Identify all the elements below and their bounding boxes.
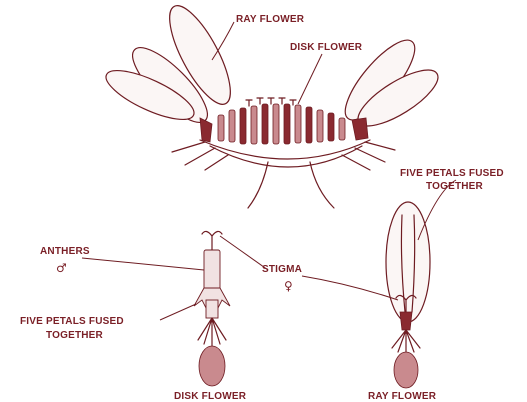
label-ray-flower-top: RAY FLOWER [236, 14, 305, 25]
disk-flower-detail [194, 231, 230, 386]
stem-right [310, 162, 334, 208]
stem-left [248, 162, 268, 208]
label-five-petals-left-line1: FIVE PETALS FUSED [20, 316, 124, 327]
ray-corolla-tube [400, 312, 412, 330]
pappus [198, 318, 226, 346]
composite-flower-head [100, 0, 445, 208]
leader-stigma-ray [302, 276, 398, 300]
label-anthers-symbol: ♂ [56, 261, 67, 275]
ray-flower-detail [386, 202, 430, 388]
anther-tube [204, 250, 220, 290]
leader-stigma-disk [220, 236, 268, 270]
leader-anthers [82, 258, 204, 270]
ray-petal-large [386, 202, 430, 322]
corolla-tube [206, 300, 218, 318]
ovary-ray [394, 352, 418, 388]
leader-five-petals-left [160, 304, 196, 320]
receptacle-base [210, 146, 362, 167]
label-disk-flower-bottom: DISK FLOWER [174, 391, 247, 402]
ovary [199, 346, 225, 386]
leader-disk-flower-top [298, 54, 322, 104]
leader-ray-flower-top [212, 22, 234, 60]
pappus-ray [392, 330, 420, 354]
stigma-branches [202, 231, 222, 250]
label-five-petals-right-line2: TOGETHER [426, 181, 484, 192]
label-five-petals-left-line2: TOGETHER [46, 330, 104, 341]
label-anthers: ANTHERS [40, 246, 90, 257]
disk-florets [200, 98, 368, 144]
label-five-petals-right-line1: FIVE PETALS FUSED [400, 168, 504, 179]
label-stigma-symbol: ♀ [284, 279, 293, 293]
label-disk-flower-top: DISK FLOWER [290, 42, 363, 53]
label-stigma: STIGMA [262, 264, 302, 275]
label-ray-flower-bottom: RAY FLOWER [368, 391, 437, 402]
